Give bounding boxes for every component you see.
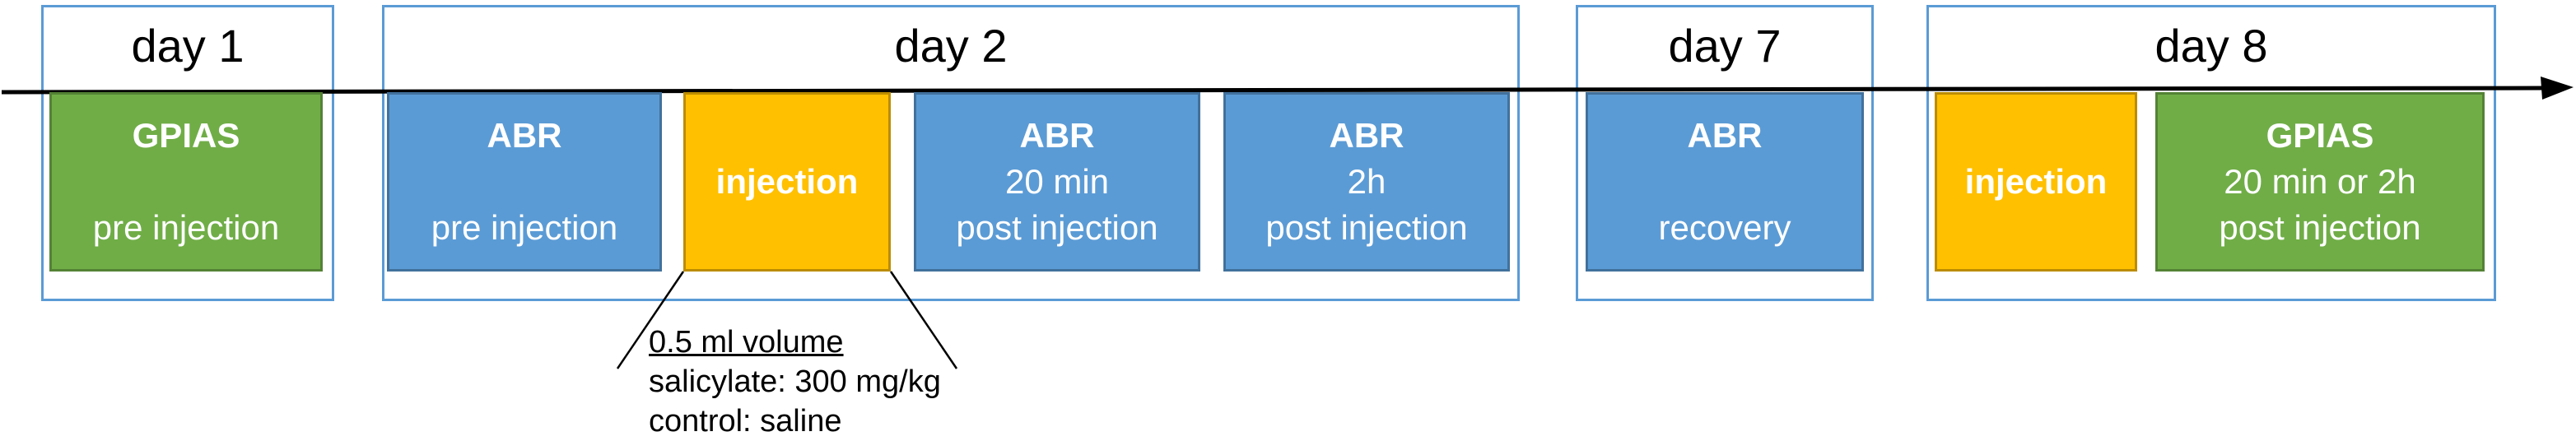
day-title: day 7	[1668, 20, 1782, 72]
step-head: ABR	[487, 116, 562, 155]
injection-note: 0.5 ml volume salicylate: 300 mg/kg cont…	[649, 323, 941, 441]
note-title: 0.5 ml volume	[649, 325, 844, 360]
step-line1: 20 min or 2h	[2224, 162, 2416, 201]
step-line2: pre injection	[92, 208, 280, 247]
day-title: day 1	[131, 20, 245, 72]
step-head: ABR	[1329, 116, 1404, 155]
step-line2: pre injection	[431, 208, 618, 247]
step-line1: 20 min	[1004, 162, 1110, 201]
day-title: day 2	[894, 20, 1008, 72]
step-line1: 2h	[1347, 162, 1386, 201]
step-injection-day8: injection	[1935, 92, 2137, 272]
step-line2: recovery	[1658, 208, 1791, 247]
step-abr-pre-injection: ABR pre injection	[387, 92, 662, 272]
day-title: day 8	[2154, 20, 2268, 72]
step-gpias-pre-injection: GPIAS pre injection	[49, 92, 323, 272]
step-line2: post injection	[956, 208, 1158, 247]
step-injection-day2: injection	[683, 92, 891, 272]
step-line2: post injection	[1265, 208, 1468, 247]
step-head: ABR	[1019, 116, 1095, 155]
step-abr-20min-post: ABR 20 min post injection	[914, 92, 1200, 272]
timeline-arrow-line	[1, 86, 2545, 95]
step-head: GPIAS	[2266, 116, 2374, 155]
step-head: injection	[715, 162, 859, 201]
note-line1: salicylate: 300 mg/kg	[649, 364, 941, 399]
callout-line-right	[889, 271, 958, 369]
step-gpias-post-injection: GPIAS 20 min or 2h post injection	[2155, 92, 2485, 272]
step-head: ABR	[1687, 116, 1763, 155]
step-line2: post injection	[2219, 208, 2421, 247]
step-abr-recovery: ABR recovery	[1586, 92, 1864, 272]
note-line2: control: saline	[649, 404, 842, 439]
step-head: injection	[1964, 162, 2108, 201]
timeline-arrow-head	[2541, 77, 2574, 100]
step-abr-2h-post: ABR 2h post injection	[1223, 92, 1510, 272]
step-head: GPIAS	[132, 116, 240, 155]
callout-line-left	[616, 271, 685, 369]
